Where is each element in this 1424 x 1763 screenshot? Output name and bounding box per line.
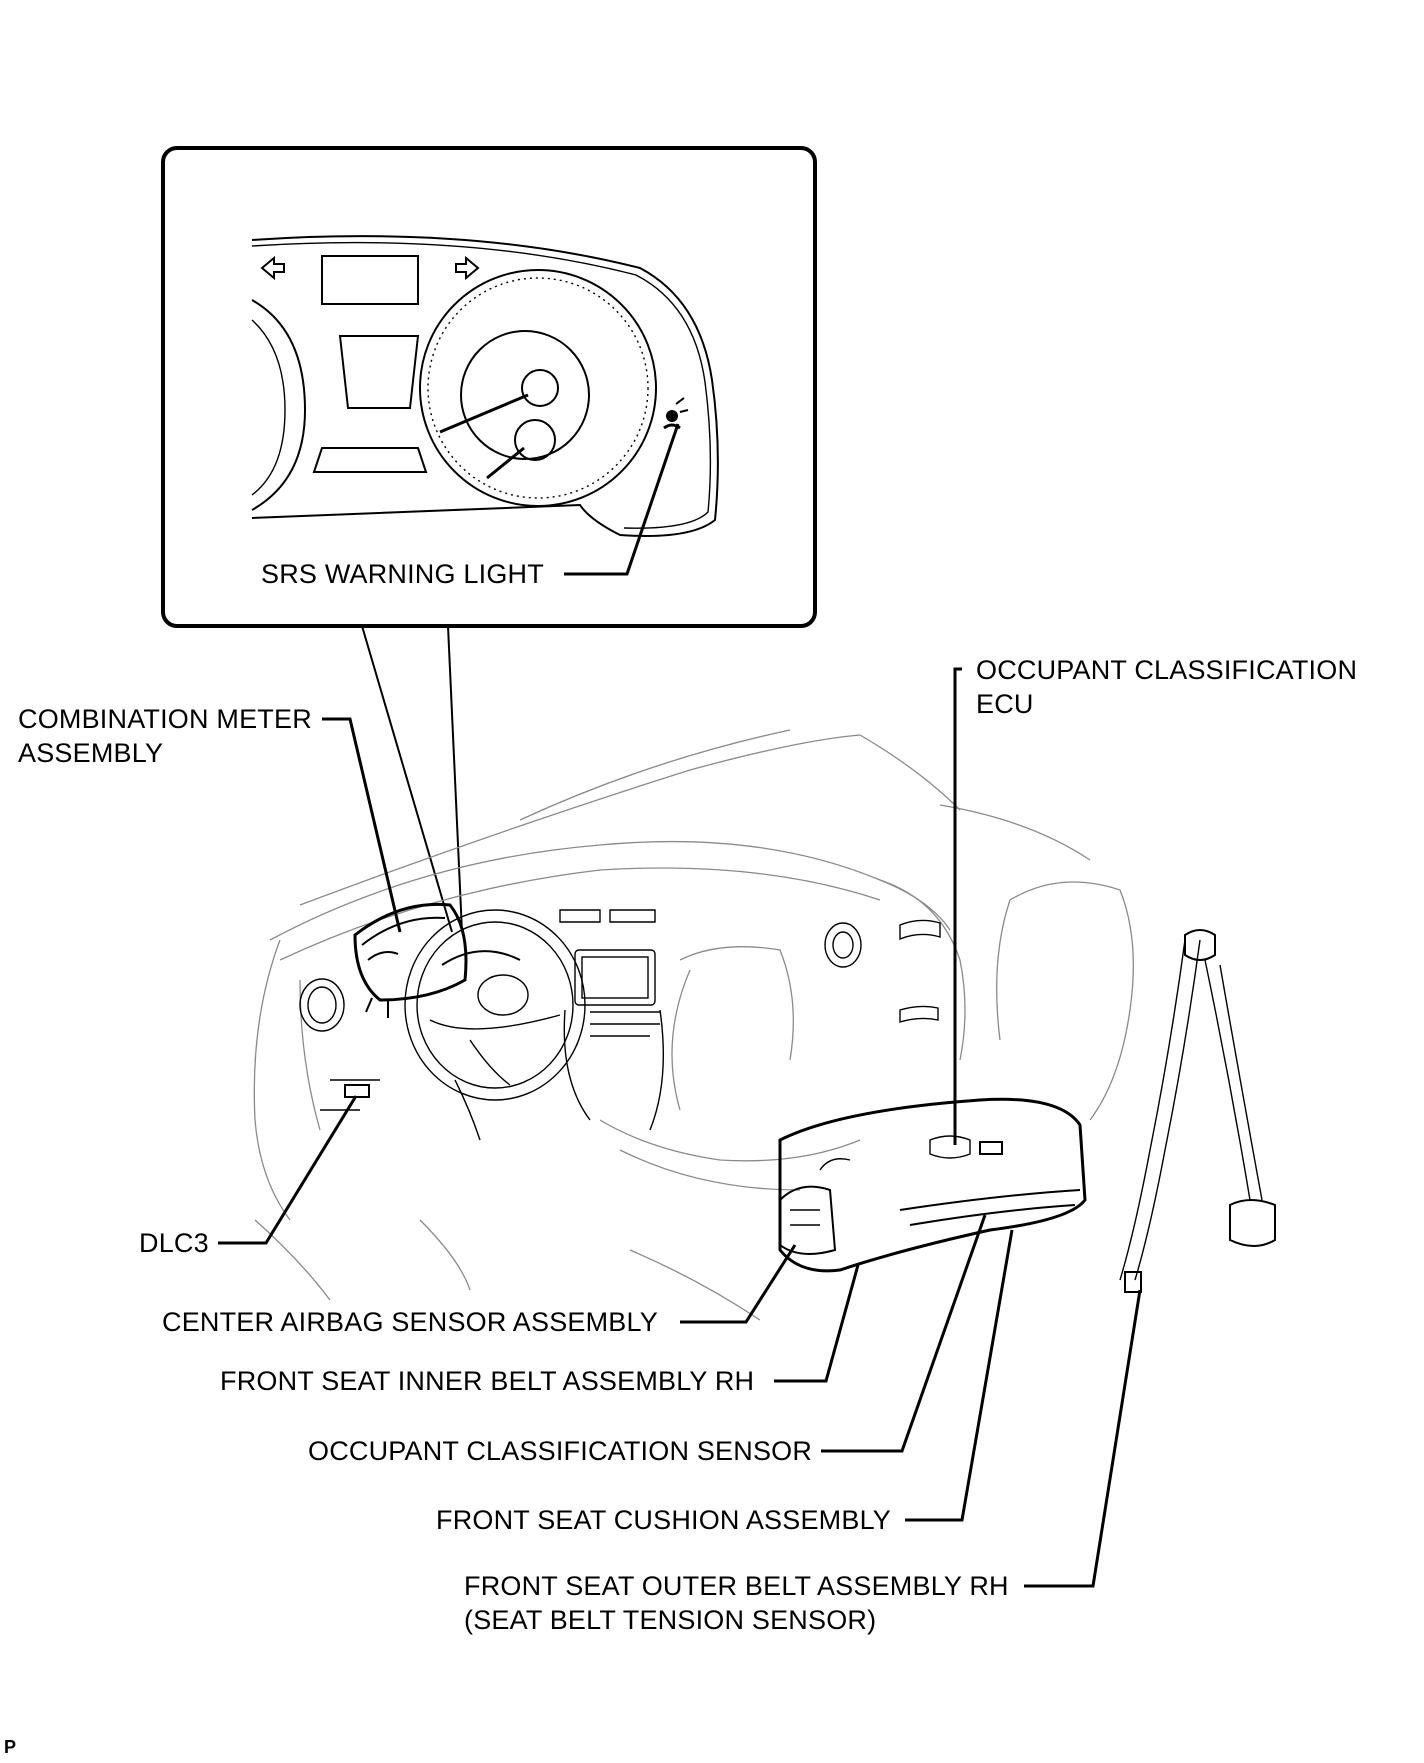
leader-lines	[218, 423, 1142, 1588]
corner-mark: P	[4, 1737, 17, 1757]
meter-detail-callout	[161, 146, 817, 628]
vehicle-interior-drawing	[253, 729, 1276, 1321]
front-seat-cushion-label: FRONT SEAT CUSHION ASSEMBLY	[436, 1505, 891, 1535]
front-seat-outer-belt-label-line1: FRONT SEAT OUTER BELT ASSEMBLY RH	[464, 1571, 1009, 1601]
combination-meter-label-line2: ASSEMBLY	[18, 738, 164, 768]
occupant-classification-ecu-label-line2: ECU	[976, 689, 1034, 719]
callout-connector-right	[447, 625, 463, 933]
srs-warning-light-label: SRS WARNING LIGHT	[261, 559, 544, 589]
callout-connector-left	[361, 625, 453, 933]
front-seat-outer-belt-label-line2: (SEAT BELT TENSION SENSOR)	[464, 1605, 877, 1635]
occupant-classification-ecu-label-line1: OCCUPANT CLASSIFICATION	[976, 655, 1358, 685]
combination-meter-label-line1: COMBINATION METER	[18, 704, 312, 734]
dlc3-label: DLC3	[139, 1228, 209, 1258]
front-seat-inner-belt-label: FRONT SEAT INNER BELT ASSEMBLY RH	[220, 1366, 755, 1396]
center-airbag-sensor-label: CENTER AIRBAG SENSOR ASSEMBLY	[162, 1307, 658, 1337]
occupant-classification-sensor-label: OCCUPANT CLASSIFICATION SENSOR	[308, 1436, 813, 1466]
